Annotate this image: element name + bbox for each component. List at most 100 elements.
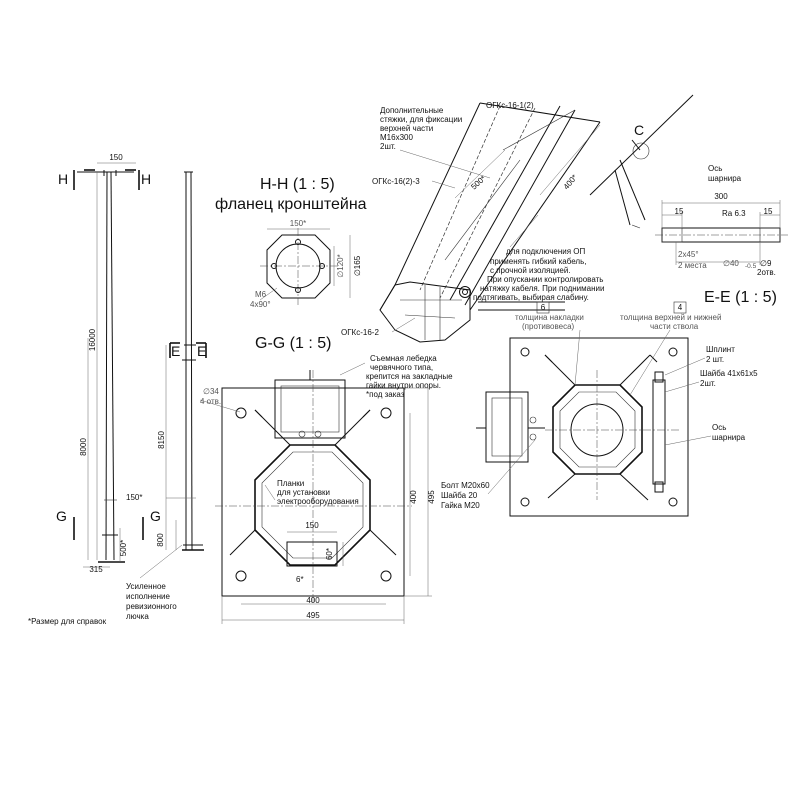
winch-note-1: Съемная лебедка — [370, 354, 437, 363]
view-ee-bolt-3: Гайка M20 — [441, 501, 480, 510]
view-ee-washer-1: Шайба 41x61x5 — [700, 369, 758, 378]
pole-right-view — [165, 171, 207, 551]
pole-left-height-total: 16000 — [88, 328, 97, 351]
pole-right-section-e-right: E — [197, 343, 206, 359]
bracket-note-top-1: Дополнительные — [380, 106, 444, 115]
detail-c-hole-40: ∅40 — [723, 259, 739, 268]
view-gg-plate — [199, 370, 432, 624]
detail-c-washer — [655, 200, 788, 265]
door-note-2: исполнение — [126, 592, 170, 601]
bracket-note-top-4: M16x300 — [380, 133, 413, 142]
view-ee-ref-4-note-1: толщина верхней и нижней — [620, 313, 721, 322]
view-ee-title: E-E (1 : 5) — [704, 289, 777, 306]
door-note-1: Усиленное — [126, 582, 166, 591]
view-gg-dim-6: 6* — [296, 575, 304, 584]
view-ee-pin-leader — [664, 357, 706, 376]
pole-right-section-e-left: E — [171, 343, 180, 359]
detail-c-hole-40-tol: -0.5 — [745, 263, 757, 270]
cable-note-2: применять гибкий кабель, — [490, 257, 587, 266]
view-ee-ref-6: 6 — [541, 303, 546, 312]
bracket-label-1-2: ОГКс-16-1(2) — [486, 101, 534, 110]
pole-left-section-g-right: G — [150, 508, 161, 524]
pole-left-base-height: 500* — [119, 540, 128, 556]
bracket-dim-400: 400* — [562, 173, 579, 191]
pole-right-height: 8150 — [157, 431, 166, 449]
view-gg-dim-400-h: 400 — [306, 596, 320, 605]
bracket-note-top-5: 2шт. — [380, 142, 396, 151]
view-gg-dim-495-v: 495 — [427, 490, 436, 504]
view-ee-bolt-leader — [487, 439, 536, 495]
bracket-label-2: ОГКс-16-2 — [341, 328, 379, 337]
view-ee-hinge-leader — [664, 435, 712, 446]
winch-note-2: червячного типа, — [370, 363, 433, 372]
pole-left-view — [73, 162, 144, 568]
view-gg-holes: ∅34 — [203, 387, 219, 396]
plank-note-3: электрооборудования — [277, 497, 359, 506]
footnote: *Размер для справок — [28, 617, 107, 626]
view-gg-dim-400-v: 400 — [409, 490, 418, 504]
bracket-note-top-3: верхней части — [380, 124, 433, 133]
detail-c-chamfer-places: 2 места — [678, 261, 707, 270]
bracket-label-2-3-leader — [431, 180, 456, 189]
view-hh-bolt-angle: 4x90° — [250, 300, 271, 309]
cable-note-4: При опускании контролировать — [487, 275, 603, 284]
winch-note-5: *под заказ — [366, 390, 405, 399]
detail-c-roughness: Ra 6.3 — [722, 209, 746, 218]
door-leader — [139, 544, 183, 579]
bracket-note-top-2: стяжки, для фиксации — [380, 115, 462, 124]
detail-c-chamfer-r: 15 — [764, 207, 773, 216]
view-ee-ref-6-note-2: (противовеса) — [522, 322, 575, 331]
cable-note-5: натяжку кабеля. При поднимании — [480, 284, 604, 293]
detail-c-chamfer-note: 2x45° — [678, 250, 699, 259]
detail-c-chamfer-l: 15 — [675, 207, 684, 216]
view-ee-washer-leader — [664, 381, 700, 393]
pole-right-base-flange: 150* — [126, 493, 142, 502]
view-ee-hinge-2: шарнира — [712, 433, 746, 442]
view-hh-flange — [259, 228, 351, 305]
bracket-label-2-3: ОГКс-16(2)-3 — [372, 177, 420, 186]
view-hh-subtitle: фланец кронштейна — [215, 196, 367, 213]
pole-left-section-h-right: H — [141, 171, 151, 187]
pole-right-base-height: 800 — [156, 533, 165, 547]
plank-note-1: Планки — [277, 479, 304, 488]
cable-note-6: подтягивать, выбирая слабину. — [473, 293, 589, 302]
detail-c-sketch — [589, 94, 694, 229]
winch-note-leader — [339, 362, 366, 376]
view-ee-ref-6-note-1: толщина накладки — [515, 313, 584, 322]
pole-left-base-width: 315 — [89, 565, 103, 574]
view-ee-pin-1: Шплинт — [706, 345, 735, 354]
detail-c-axis-2: шарнира — [708, 174, 742, 183]
cable-note-leader — [509, 214, 539, 248]
bracket-note-leader — [399, 149, 491, 179]
view-ee-ref-4-box — [673, 301, 687, 314]
detail-c-hole-9: ∅9 — [760, 259, 772, 268]
detail-c-width: 300 — [714, 192, 728, 201]
view-ee-washer-2: 2шт. — [700, 379, 716, 388]
view-hh-width: 150* — [290, 219, 306, 228]
detail-c-hole-9-count: 2отв. — [757, 268, 776, 277]
view-gg-dim-60: 60* — [325, 548, 334, 560]
bracket-drawing — [379, 102, 601, 343]
view-gg-dim-150: 150 — [305, 521, 319, 530]
door-note-4: лючка — [126, 612, 149, 621]
door-note-3: ревизионного — [126, 602, 177, 611]
pole-left-section-g-left: G — [56, 508, 67, 524]
view-ee-ref-6-box — [536, 301, 550, 314]
pole-left-section-h-left: H — [58, 171, 68, 187]
detail-c-label: C — [634, 122, 644, 138]
bracket-label-2-leader — [391, 317, 416, 333]
view-ee-ref-4-note-2: части ствола — [650, 322, 699, 331]
view-gg-holes-count: 4 отв. — [200, 397, 221, 406]
detail-c-axis-1: Ось — [708, 164, 722, 173]
view-ee-hinge-1: Ось — [712, 423, 726, 432]
view-hh-bolt: M6 — [255, 290, 267, 299]
view-ee-bolt-1: Болт M20x60 — [441, 481, 490, 490]
pole-left-top-width: 150 — [109, 153, 123, 162]
view-hh-diam-inner: ∅120* — [336, 254, 345, 277]
view-hh-title: H-H (1 : 5) — [260, 176, 335, 193]
cable-note-3: с прочной изоляцией. — [490, 266, 571, 275]
winch-note-4: гайки внутри опоры. — [366, 381, 441, 390]
view-ee-bolt-2: Шайба 20 — [441, 491, 478, 500]
view-ee-pin-2: 2 шт. — [706, 355, 724, 364]
